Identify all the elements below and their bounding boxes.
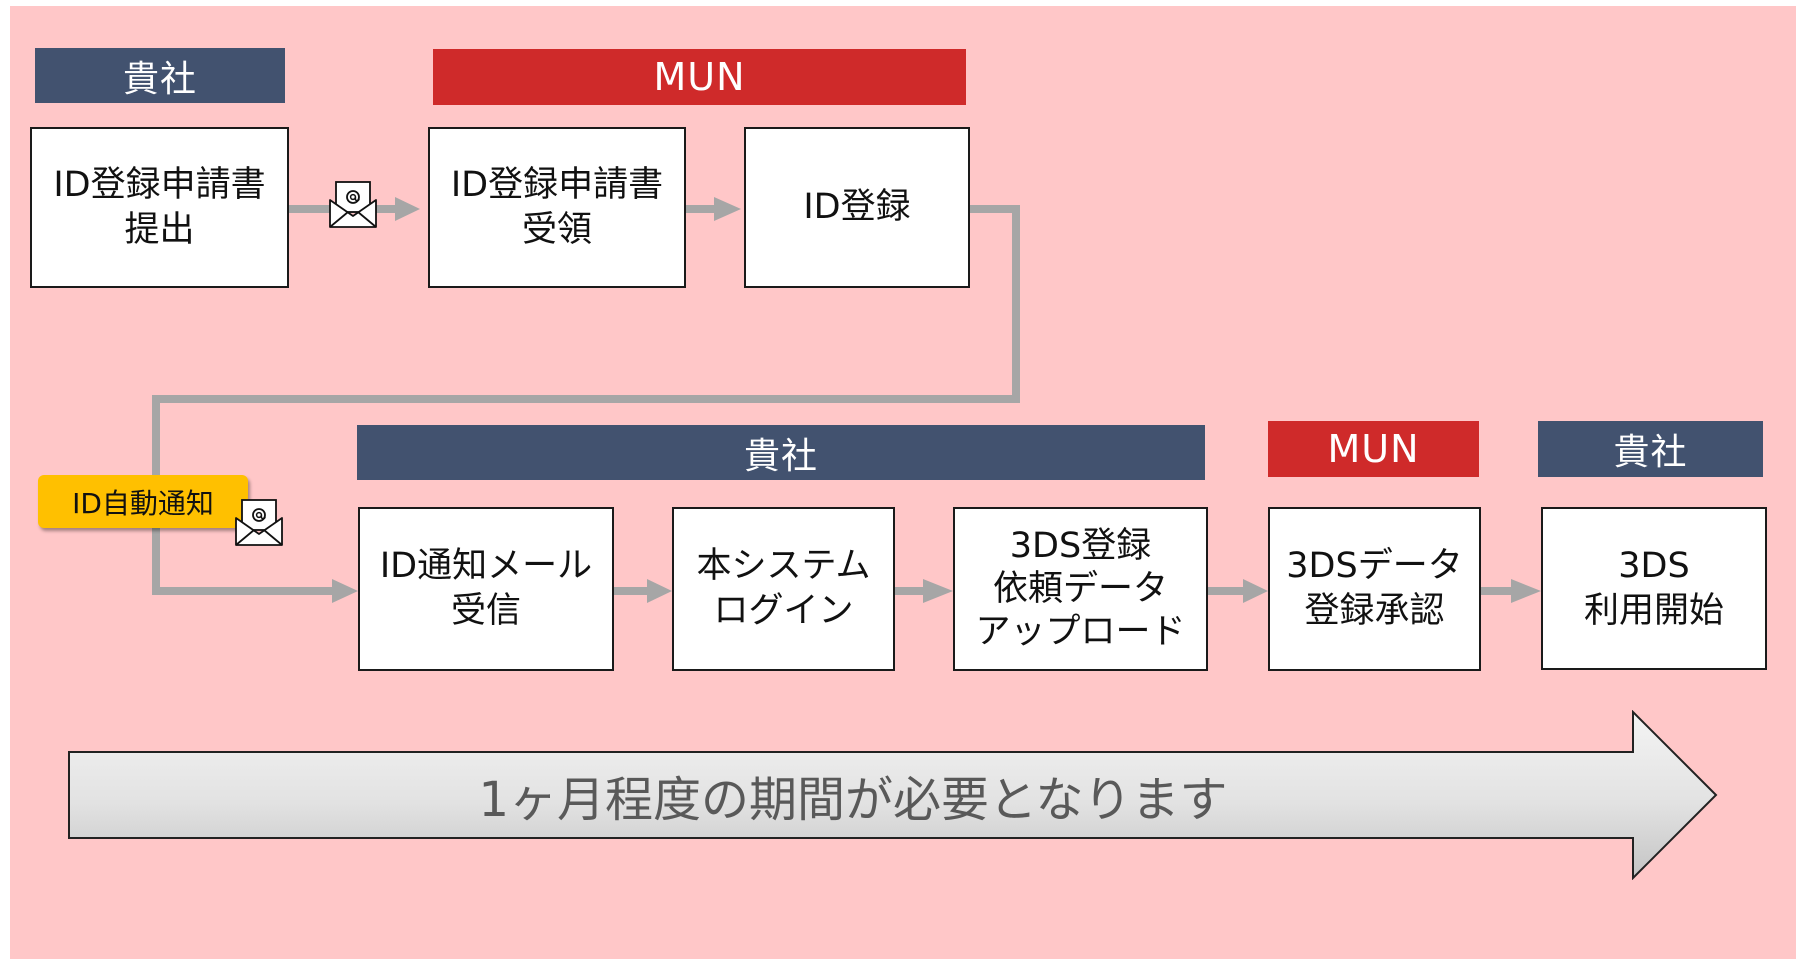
step-approve-line2: 登録承認 <box>1304 591 1445 631</box>
auto-notify-badge: ID自動通知 <box>38 475 248 528</box>
step-approve-line1: 3DSデータ <box>1286 546 1463 586</box>
step-start-3ds-use: 3DS 利用開始 <box>1541 507 1767 670</box>
step-submit-application: ID登録申請書 提出 <box>30 127 289 288</box>
bottom-client-label: 貴社 <box>357 425 1205 480</box>
step-upload-line1: 3DS登録 <box>1009 525 1152 566</box>
step-submit-line2: 提出 <box>124 209 195 250</box>
duration-note: 1ヶ月程度の期間が必要となります <box>68 751 1638 839</box>
step-start-line2: 利用開始 <box>1583 590 1724 631</box>
top-client-label: 貴社 <box>35 48 285 103</box>
bottom-client-end-label-text: 貴社 <box>1613 432 1688 473</box>
step-receive-line1: ID登録申請書 <box>450 164 664 205</box>
step-login-line2: ログイン <box>713 591 854 631</box>
top-mun-label-text: MUN <box>653 55 746 99</box>
step-system-login: 本システム ログイン <box>672 507 895 671</box>
top-client-label-text: 貴社 <box>122 58 197 100</box>
bottom-client-end-label: 貴社 <box>1538 421 1763 477</box>
step-mail-line1: ID通知メール <box>379 546 593 586</box>
step-id-registration: ID登録 <box>744 127 970 288</box>
top-mun-label: MUN <box>433 49 966 105</box>
step-mail-line2: 受信 <box>450 591 521 631</box>
step-receive-line2: 受領 <box>521 209 592 250</box>
duration-note-text: 1ヶ月程度の期間が必要となります <box>478 772 1228 828</box>
email-envelope-icon <box>329 181 377 228</box>
step-receive-application: ID登録申請書 受領 <box>428 127 686 288</box>
duration-arrow <box>68 710 1718 880</box>
step-upload-request-data: 3DS登録 依頼データ アップロード <box>953 507 1208 671</box>
auto-notify-badge-text: ID自動通知 <box>72 486 214 520</box>
bottom-client-label-text: 貴社 <box>743 435 818 477</box>
step-upload-line2: 依頼データ <box>992 568 1168 609</box>
step-register-line1: ID登録 <box>803 187 911 227</box>
step-receive-notification-mail: ID通知メール 受信 <box>358 507 614 671</box>
bottom-mun-label-text: MUN <box>1327 427 1420 471</box>
step-approve-3ds-data: 3DSデータ 登録承認 <box>1268 507 1481 671</box>
step-upload-line3: アップロード <box>975 611 1186 652</box>
step-start-line1: 3DS <box>1618 545 1690 586</box>
bottom-mun-label: MUN <box>1268 421 1479 477</box>
email-envelope-icon <box>235 499 283 546</box>
step-login-line1: 本システム <box>696 546 871 586</box>
step-submit-line1: ID登録申請書 <box>53 164 266 205</box>
